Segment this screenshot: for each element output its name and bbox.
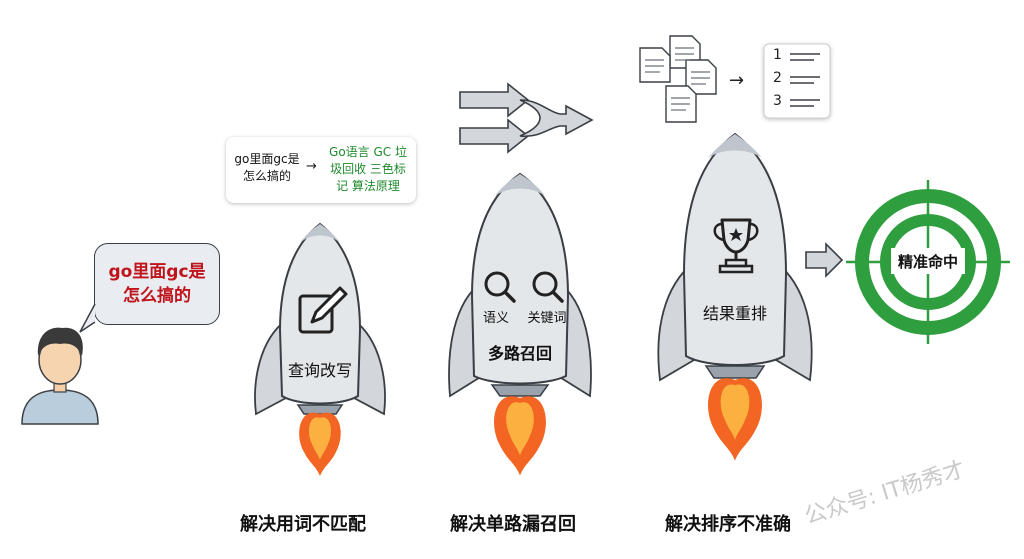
stage-label-rewrite: 查询改写 (287, 361, 352, 380)
merge-arrows (459, 82, 594, 154)
target-icon (846, 180, 1010, 344)
rewrite-result: Go语言 GC 垃 圾回收 三色标 记 算法原理 (329, 145, 407, 193)
caption-rewrite: 解决用词不匹配 (240, 514, 366, 535)
rewrite-arrow: → (306, 159, 317, 174)
rewrite-original-query: go里面gc是 怎么搞的 (234, 152, 300, 183)
ranked-list-card (763, 43, 831, 119)
rocket-rerank (657, 132, 813, 461)
search-icon (484, 271, 564, 303)
caption-rerank: 解决排序不准确 (665, 514, 791, 535)
user-query-bubble: go里面gc是 怎么搞的 (94, 243, 220, 325)
caption-multi-recall: 解决单路漏召回 (450, 514, 576, 535)
bubble-tail (79, 303, 96, 333)
stage-label-multi-recall: 多路召回 (487, 344, 552, 363)
ranking-arrow: → (729, 70, 745, 91)
user-query-line2: 怎么搞的 (123, 286, 191, 306)
user-query-line1: go里面gc是 (108, 262, 206, 282)
rank-number-2: 2 (773, 70, 782, 86)
rocket-multi-recall (448, 172, 592, 476)
rank-number-3: 3 (773, 93, 782, 109)
trophy-icon (713, 218, 759, 274)
target-label: 精准命中 (897, 253, 958, 271)
rank-number-1: 1 (773, 47, 782, 63)
arrow-to-target (805, 242, 844, 278)
user-avatar-icon (21, 327, 99, 425)
sub-label-keyword: 关键词 (527, 311, 567, 326)
rocket-rewrite (254, 222, 386, 476)
documents-icon (639, 35, 717, 123)
edit-icon (298, 286, 348, 334)
stage-label-rerank: 结果重排 (702, 304, 767, 323)
query-rewrite-card: go里面gc是 怎么搞的 → Go语言 GC 垃 圾回收 三色标 记 算法原理 (226, 137, 416, 203)
sub-label-semantic: 语义 (482, 311, 509, 326)
